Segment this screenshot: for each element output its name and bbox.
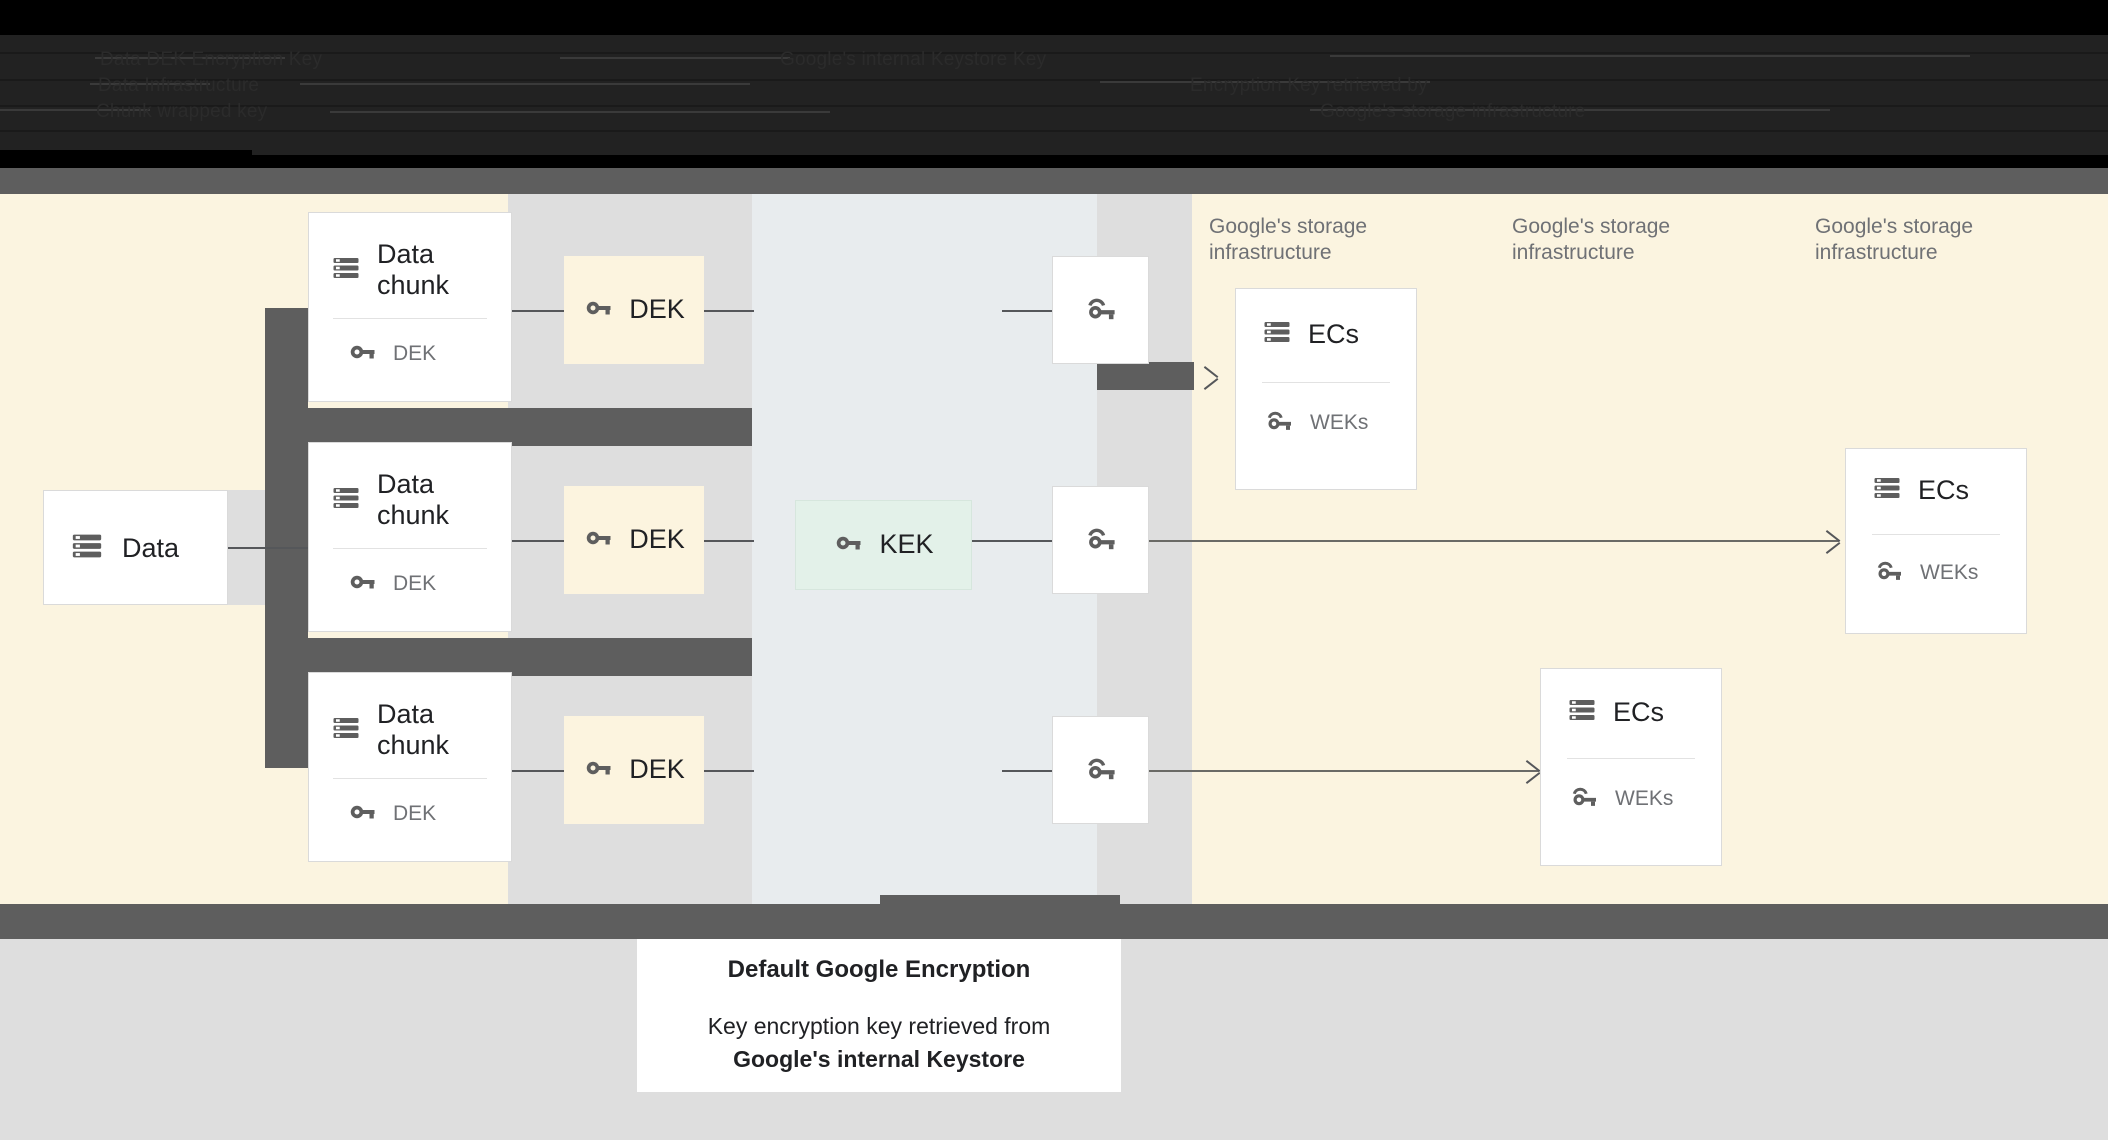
window-top-bar [0,0,2108,35]
connector-dek3-right [704,770,754,772]
wrapped-key-icon [1264,405,1294,440]
card-divider [333,777,487,779]
tile-wrapped-key-1[interactable] [1052,256,1149,364]
card-data-chunk-1-title: Data chunk [377,239,450,301]
wrapped-key-icon [1084,291,1118,330]
chrome-text-row-6: Google's storage infrastructure [1320,101,1586,122]
arrowline-to-ecs-2 [1149,540,1839,542]
chrome-text-row-5: Encryption Key retrieved by [1190,75,1428,96]
chrome-text-row-1: Data DEK Encryption Key [100,49,323,70]
card-data-chunk-3-key-label: DEK [393,802,437,826]
tile-dek-1[interactable]: DEK [564,256,704,364]
card-divider [1567,758,1695,759]
arrowline-to-ecs-3 [1149,770,1539,772]
arrow-thick-top [1097,362,1194,390]
key-icon [347,337,377,372]
arrow-to-ecs-1 [1205,366,1221,388]
server-icon [331,253,361,288]
card-ecs-1-title: ECs [1308,318,1360,349]
tile-dek-2-label: DEK [629,524,685,555]
band-top-bar [0,168,2108,194]
caption-box: Default Google Encryption Key encryption… [637,939,1121,1092]
server-icon [1567,695,1597,730]
tile-dek-3-label: DEK [629,754,685,785]
fork-branch-top [265,408,752,446]
caption-body: Key encryption key retrieved from Google… [708,1010,1051,1075]
chrome-text-row-3: Chunk wrapped key [96,101,268,122]
key-icon [583,523,613,558]
key-icon [833,528,863,563]
server-icon [331,483,361,518]
connector-wkey1-left [1002,310,1052,312]
tile-dek-1-label: DEK [629,294,685,325]
infra-label-3: Google's storage infrastructure [1815,215,1974,265]
caption-line-1: Key encryption key retrieved from [707,1012,1051,1039]
connector-chunk2-to-dek2 [512,540,564,542]
card-ecs-2-key-label: WEKs [1920,560,1979,584]
server-icon [70,529,104,568]
fork-branch-mid [265,638,752,676]
card-ecs-3-title: ECs [1613,696,1665,727]
chrome-text-row-2: Data Infrastructure [98,75,260,96]
card-ecs-1[interactable]: ECs WEKs [1235,288,1417,490]
card-data-chunk-1[interactable]: Data chunk DEK [308,212,512,402]
wrapped-key-icon [1084,751,1118,790]
card-divider [1262,382,1390,383]
card-ecs-2-title: ECs [1918,474,1970,505]
connector-wkey3-left [1002,770,1052,772]
connector-dek2-right [704,540,754,542]
infra-label-2: Google's storage infrastructure [1512,215,1671,265]
card-data-source[interactable]: Data [43,490,228,605]
card-ecs-2[interactable]: ECs WEKs [1845,448,2027,634]
key-icon [583,293,613,328]
wrapped-key-icon [1084,521,1118,560]
card-ecs-1-key-label: WEKs [1310,410,1369,434]
chrome-tab-shadow [0,150,252,158]
connector-kek-to-wkey2 [972,540,1052,542]
tile-dek-2[interactable]: DEK [564,486,704,594]
tile-kek[interactable]: KEK [795,500,972,590]
key-icon [347,797,377,832]
footer-separator-bar [0,904,2108,939]
card-data-chunk-2-title: Data chunk [377,469,450,531]
card-data-chunk-2-key-label: DEK [393,572,437,596]
server-icon [1872,473,1902,508]
wrapped-key-icon [1874,555,1904,590]
card-data-chunk-1-key-label: DEK [393,342,437,366]
card-ecs-3[interactable]: ECs WEKs [1540,668,1722,866]
arrow-to-ecs-2 [1827,530,1843,552]
server-icon [331,713,361,748]
card-data-source-label: Data [122,532,180,563]
key-icon [583,753,613,788]
caption-line-2: Google's internal Keystore [733,1045,1025,1072]
infra-label-1: Google's storage infrastructure [1209,215,1368,265]
obscured-chrome-strip: Data DEK Encryption Key Google's interna… [0,35,2108,155]
tile-wrapped-key-2[interactable] [1052,486,1149,594]
caption-title: Default Google Encryption [727,955,1031,983]
card-data-chunk-2[interactable]: Data chunk DEK [308,442,512,632]
tile-dek-3[interactable]: DEK [564,716,704,824]
connector-dek1-right [704,310,754,312]
connector-chunk1-to-dek1 [512,310,564,312]
key-icon [347,567,377,602]
chrome-text-row-4: Google's internal Keystore Key [780,49,1047,70]
tile-wrapped-key-3[interactable] [1052,716,1149,824]
card-divider [333,547,487,549]
card-divider [333,317,487,319]
tile-kek-label: KEK [879,529,934,560]
card-divider [1872,534,2000,535]
card-data-chunk-3[interactable]: Data chunk DEK [308,672,512,862]
fork-vertical-bar [265,308,308,768]
connector-chunk3-to-dek3 [512,770,564,772]
card-ecs-3-key-label: WEKs [1615,786,1674,810]
connector-source-to-fork [228,547,308,549]
server-icon [1262,317,1292,352]
card-data-chunk-3-title: Data chunk [377,699,450,761]
wrapped-key-icon [1569,781,1599,816]
